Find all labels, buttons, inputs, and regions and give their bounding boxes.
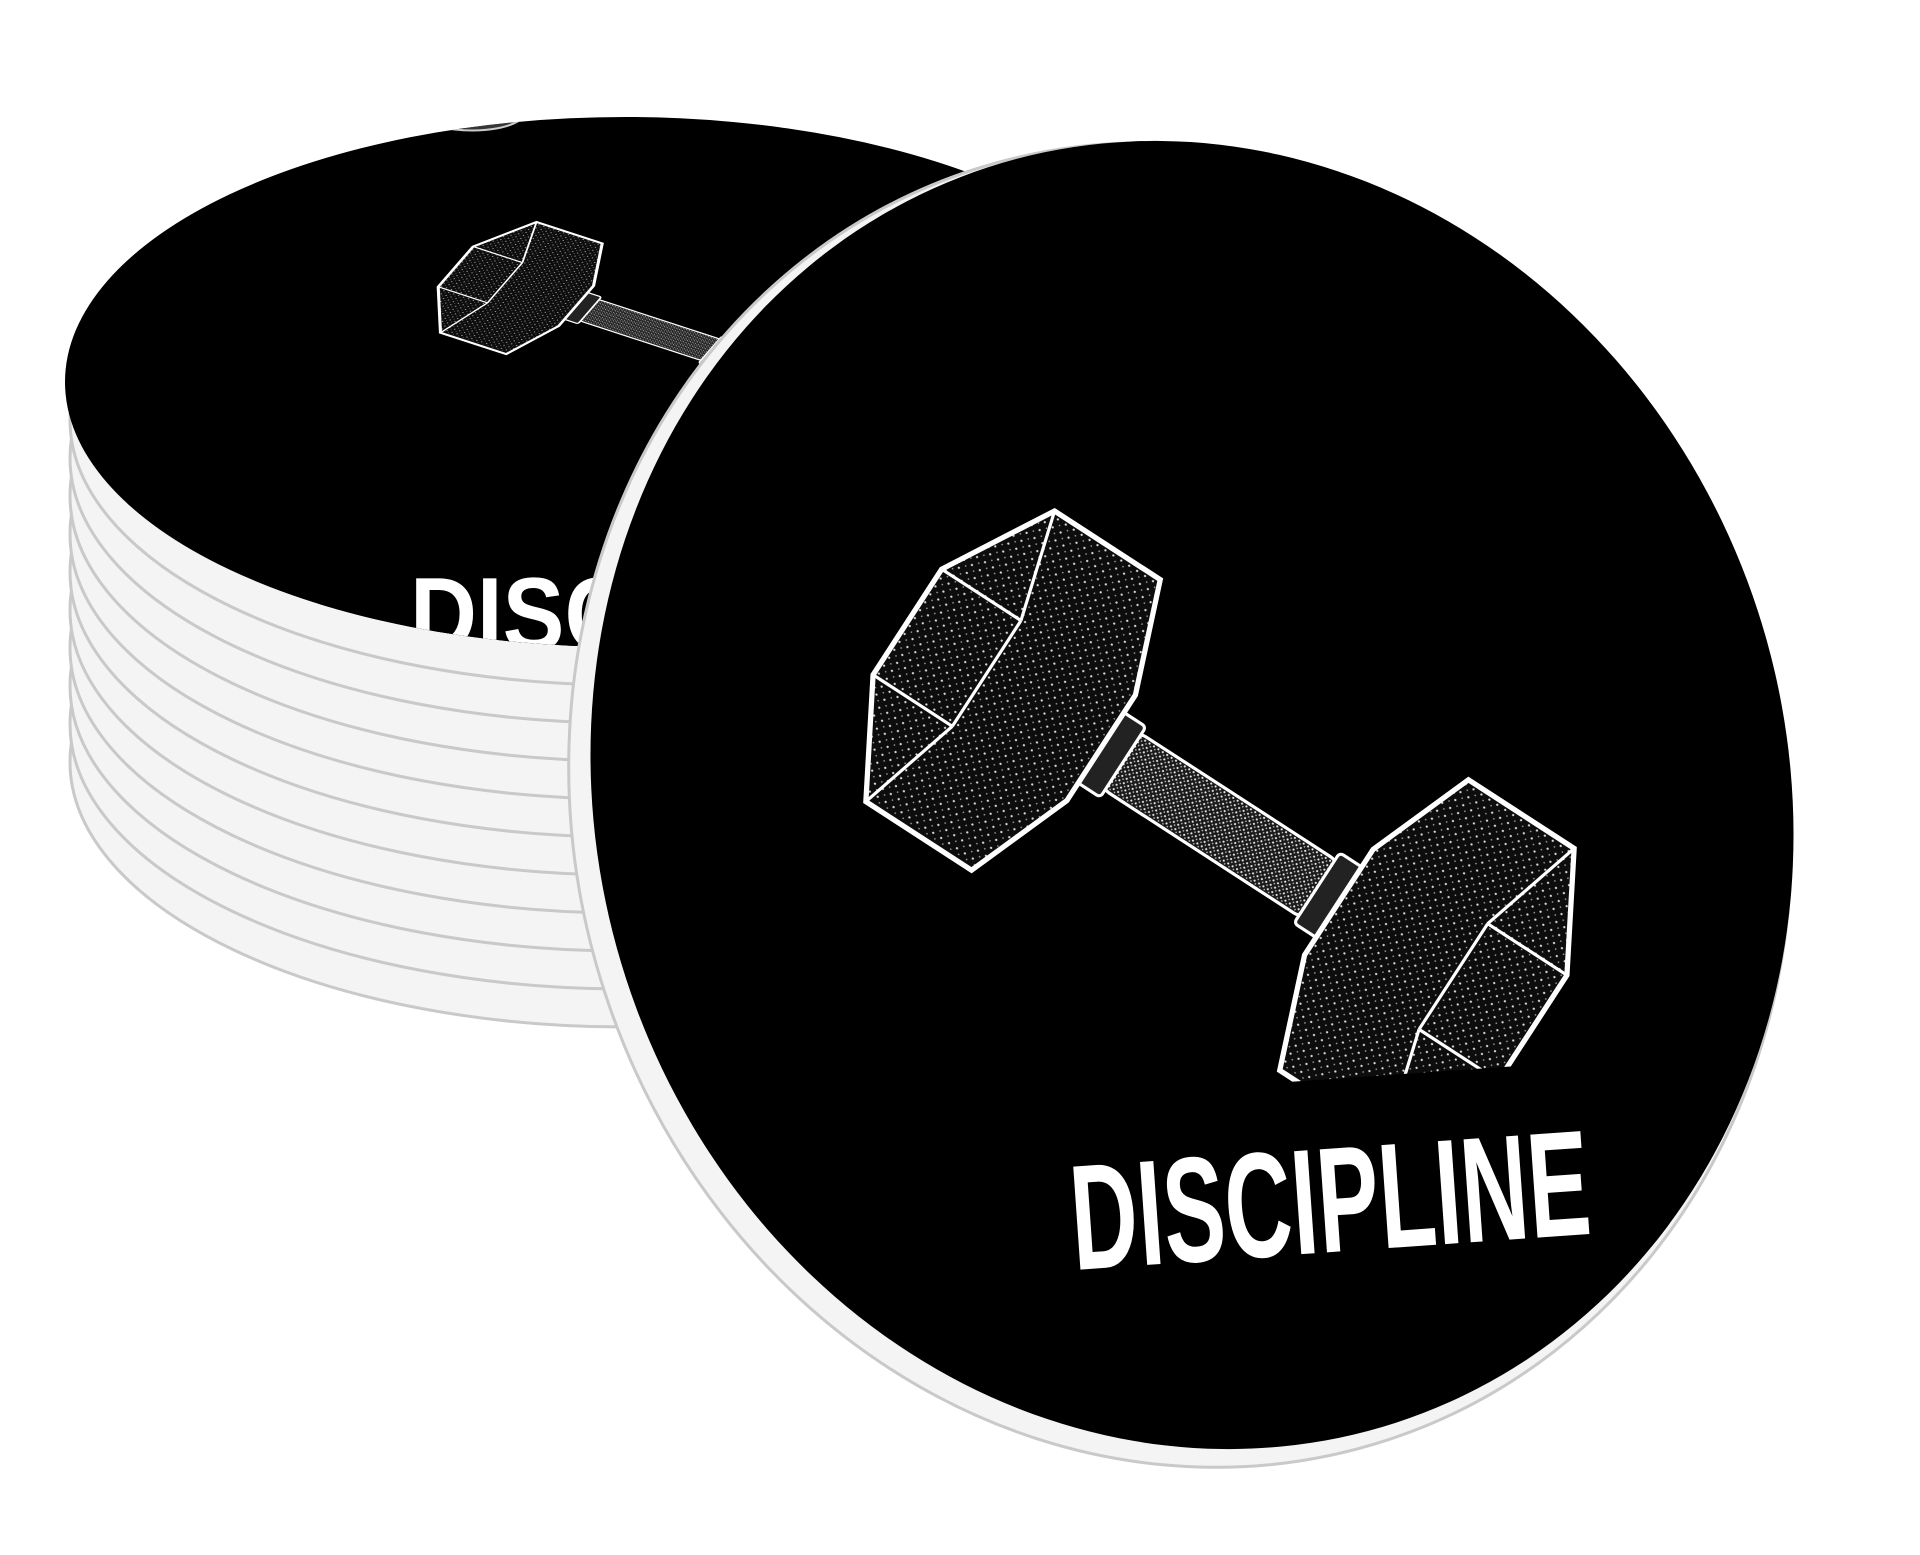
front-coaster-label: DISCIPLINE xyxy=(1065,1098,1595,1302)
front-coaster: DISCIPLINE xyxy=(567,140,1794,1469)
